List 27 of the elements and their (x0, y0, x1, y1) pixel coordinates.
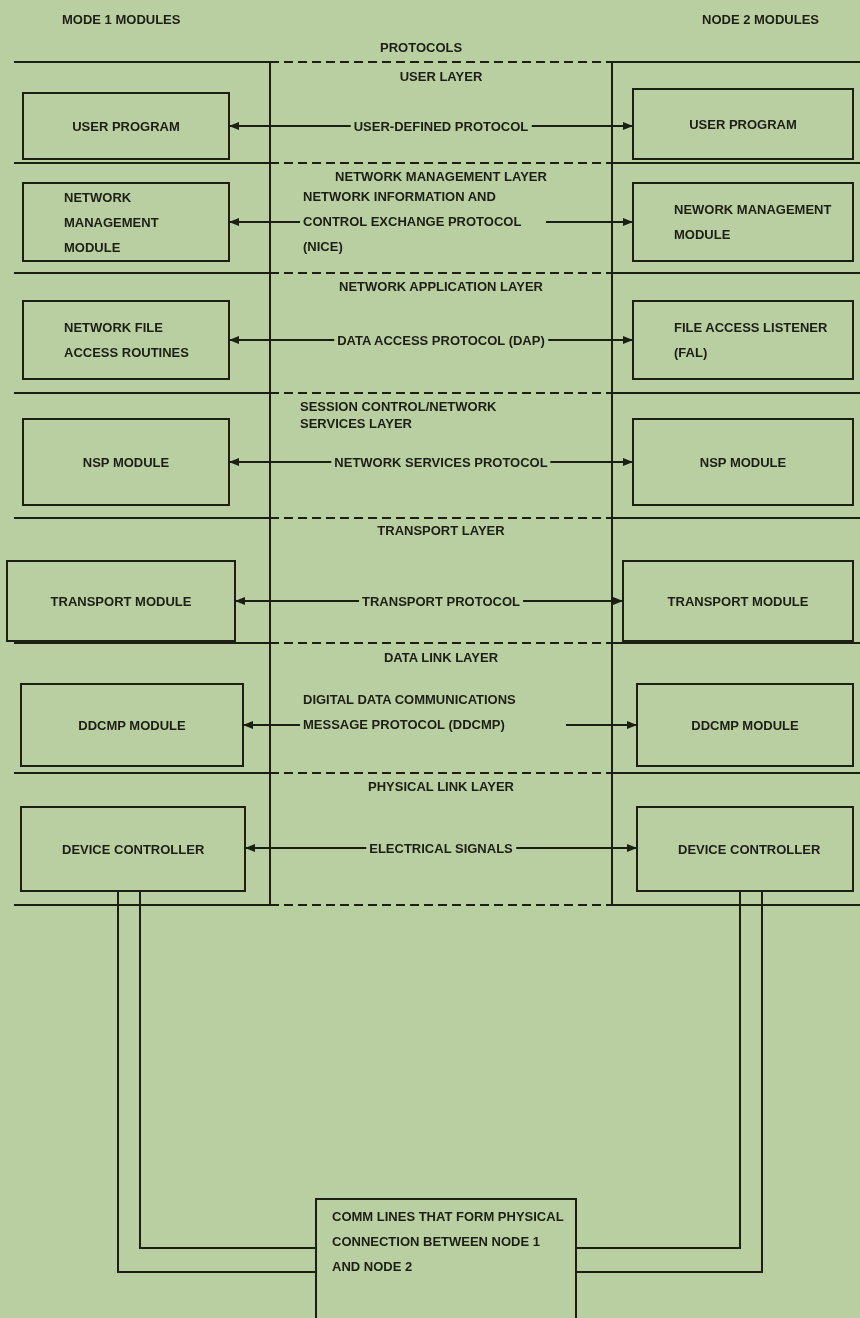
layer-heading: NETWORK MANAGEMENT LAYER (335, 168, 547, 185)
column-heading: PROTOCOLS (380, 39, 464, 57)
layer-heading: PHYSICAL LINK LAYER (368, 778, 514, 795)
module-box: FILE ACCESS LISTENER (FAL) (632, 300, 854, 380)
module-box: DDCMP MODULE (20, 683, 244, 767)
module-box: NSP MODULE (632, 418, 854, 506)
column-heading: MODE 1 MODULES (62, 11, 182, 29)
module-box: NEWORK MANAGEMENT MODULE (632, 182, 854, 262)
module-box: NSP MODULE (22, 418, 230, 506)
module-box: TRANSPORT MODULE (6, 560, 236, 642)
module-box: NETWORK FILE ACCESS ROUTINES (22, 300, 230, 380)
module-box: DEVICE CONTROLLER (636, 806, 854, 892)
comm-line (117, 891, 316, 1273)
module-box: DEVICE CONTROLLER (20, 806, 246, 892)
module-box: USER PROGRAM (22, 92, 230, 160)
module-box: DDCMP MODULE (636, 683, 854, 767)
layer-heading: TRANSPORT LAYER (377, 522, 505, 539)
layer-heading: USER LAYER (399, 68, 483, 85)
column-heading: NODE 2 MODULES (702, 11, 820, 29)
note-box: COMM LINES THAT FORM PHYSICAL CONNECTION BETWEEN NODE 1 AND NODE 2 (315, 1198, 577, 1318)
layer-heading: NETWORK APPLICATION LAYER (339, 278, 543, 295)
comm-line (576, 891, 763, 1273)
layer-heading: DATA LINK LAYER (383, 649, 499, 666)
module-box: NETWORK MANAGEMENT MODULE (22, 182, 230, 262)
module-box: TRANSPORT MODULE (622, 560, 854, 642)
module-box: USER PROGRAM (632, 88, 854, 160)
layer-heading: SESSION CONTROL/NETWORK SERVICES LAYER (300, 398, 498, 432)
